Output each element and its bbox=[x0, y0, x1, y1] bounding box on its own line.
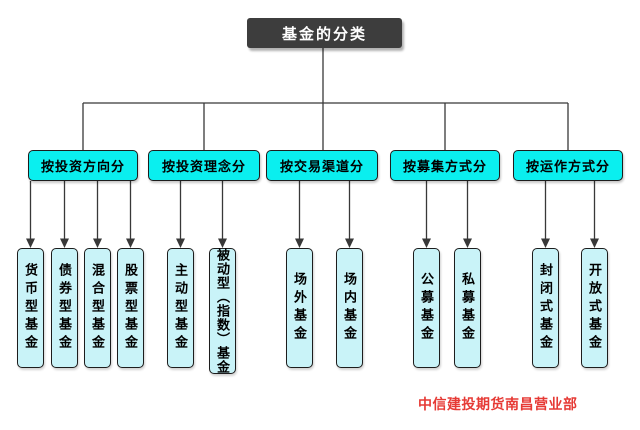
leaf-node-on-exchange-fund: 场内基金 bbox=[336, 248, 363, 368]
leaf-label: 股票型基金 bbox=[123, 263, 138, 353]
root-node-fund-classification: 基金的分类 bbox=[247, 18, 402, 48]
leaf-node-public-offering-fund: 公募基金 bbox=[413, 248, 440, 368]
leaf-label: 被动型（指数）基金 bbox=[215, 248, 230, 374]
arrow-connectors bbox=[26, 181, 599, 248]
leaf-label: 混合型基金 bbox=[90, 263, 105, 353]
category-node-by-investment-philosophy: 按投资理念分 bbox=[148, 150, 260, 181]
category-node-by-trading-channel: 按交易渠道分 bbox=[266, 150, 378, 181]
leaf-node-open-end-fund: 开放式基金 bbox=[581, 248, 608, 368]
leaf-node-hybrid-fund: 混合型基金 bbox=[84, 248, 111, 368]
leaf-node-money-market-fund: 货币型基金 bbox=[17, 248, 44, 368]
leaf-node-active-fund: 主动型基金 bbox=[167, 248, 194, 368]
leaf-label: 货币型基金 bbox=[23, 263, 38, 353]
leaf-label: 主动型基金 bbox=[173, 263, 188, 353]
leaf-node-passive-index-fund: 被动型（指数）基金 bbox=[209, 248, 236, 374]
watermark-text: 中信建投期货南昌营业部 bbox=[418, 396, 578, 412]
category-node-by-investment-direction: 按投资方向分 bbox=[28, 150, 138, 181]
leaf-node-bond-fund: 债券型基金 bbox=[51, 248, 78, 368]
category-node-by-operation-mode: 按运作方式分 bbox=[513, 150, 623, 181]
leaf-node-off-exchange-fund: 场外基金 bbox=[286, 248, 313, 368]
leaf-label: 开放式基金 bbox=[587, 263, 602, 353]
leaf-label: 场外基金 bbox=[292, 272, 307, 344]
leaf-label: 场内基金 bbox=[342, 272, 357, 344]
leaf-label: 封闭式基金 bbox=[538, 263, 553, 353]
leaf-node-closed-end-fund: 封闭式基金 bbox=[532, 248, 559, 368]
category-node-by-fundraising-method: 按募集方式分 bbox=[390, 150, 500, 181]
leaf-label: 私募基金 bbox=[460, 272, 475, 344]
leaf-label: 债券型基金 bbox=[57, 263, 72, 353]
leaf-node-equity-fund: 股票型基金 bbox=[117, 248, 144, 368]
leaf-label: 公募基金 bbox=[419, 272, 434, 344]
leaf-node-private-offering-fund: 私募基金 bbox=[454, 248, 481, 368]
